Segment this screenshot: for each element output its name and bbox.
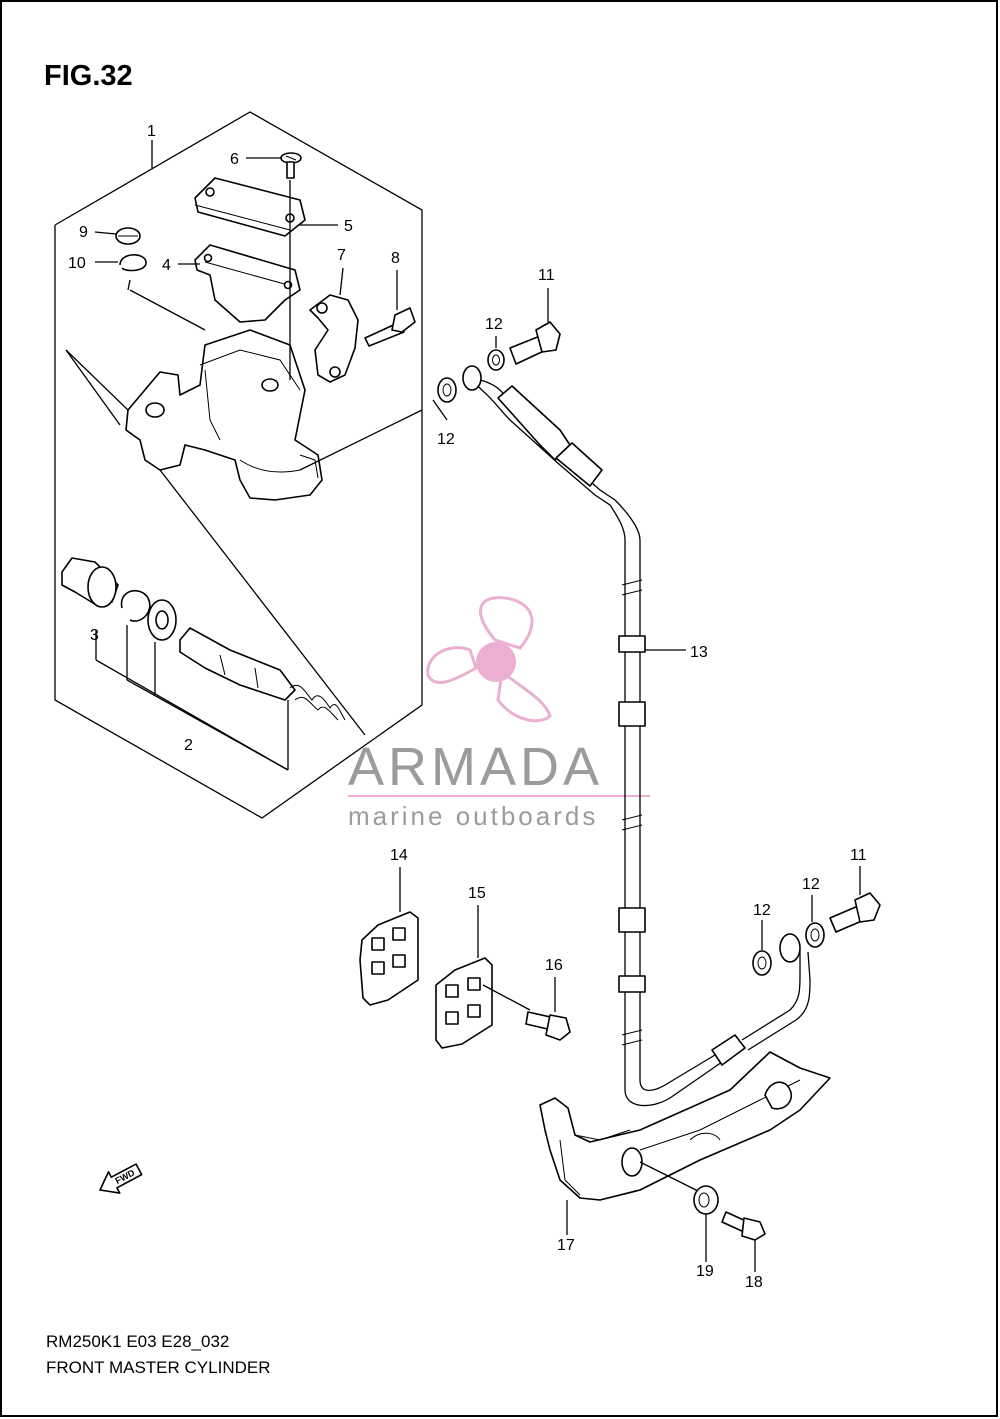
bolt-18 xyxy=(721,1211,766,1272)
callout-18: 18 xyxy=(745,1274,763,1291)
watermark-brand: ARMADA xyxy=(348,737,603,797)
callout-1: 1 xyxy=(147,123,156,140)
callout-labels: 1 2 3 4 5 6 7 8 9 10 11 12 12 13 14 15 1… xyxy=(68,123,867,1291)
bolt-8 xyxy=(364,307,416,347)
plug-9 xyxy=(115,227,141,245)
callout-19: 19 xyxy=(696,1263,714,1280)
upper-banjo-hardware xyxy=(432,288,561,421)
callout-5: 5 xyxy=(344,218,353,235)
callout-2: 2 xyxy=(184,737,193,754)
forward-arrow-icon: FWD xyxy=(99,1163,143,1194)
callout-4: 4 xyxy=(162,257,171,274)
reservoir-cap xyxy=(194,177,306,237)
callout-10: 10 xyxy=(68,255,86,272)
brake-hose xyxy=(462,365,811,1107)
hose-guide-15 xyxy=(435,905,531,1049)
screw-6 xyxy=(280,152,302,179)
lower-banjo-hardware xyxy=(752,866,881,976)
watermark-tagline: marine outboards xyxy=(348,801,598,831)
callout-15: 15 xyxy=(468,885,486,902)
master-cylinder-body xyxy=(125,329,323,501)
callout-16: 16 xyxy=(545,957,563,974)
callout-11-lower: 11 xyxy=(850,847,867,864)
figure-name: FRONT MASTER CYLINDER xyxy=(46,1358,271,1377)
callout-8: 8 xyxy=(391,250,400,267)
diaphragm xyxy=(194,244,301,323)
hose-guide-14 xyxy=(359,867,419,1006)
assembly-box xyxy=(54,111,423,819)
callout-11-upper: 11 xyxy=(538,267,555,284)
callout-17: 17 xyxy=(557,1237,575,1254)
callout-12-upper-left: 12 xyxy=(437,431,455,448)
collar-19 xyxy=(693,1185,719,1262)
callout-12-lower-right: 12 xyxy=(802,876,820,893)
figure-title: FIG.32 xyxy=(44,60,133,92)
callout-12-lower-left: 12 xyxy=(753,902,771,919)
callout-14: 14 xyxy=(390,847,408,864)
circlip-10 xyxy=(119,254,147,272)
leader-lines-box xyxy=(65,157,423,771)
model-code: RM250K1 E03 E28_032 xyxy=(46,1332,230,1351)
callout-7: 7 xyxy=(337,247,346,264)
clamp-7 xyxy=(309,294,359,383)
callout-3: 3 xyxy=(90,627,99,644)
callout-9: 9 xyxy=(79,224,88,241)
bolt-16 xyxy=(525,977,571,1041)
piston-kit xyxy=(61,557,346,721)
callout-13: 13 xyxy=(690,644,708,661)
callout-6: 6 xyxy=(230,151,239,168)
watermark-logo-icon: ARMADA marine outboards xyxy=(348,596,650,831)
hose-guard-17 xyxy=(539,1051,831,1235)
callout-12-upper: 12 xyxy=(485,316,503,333)
